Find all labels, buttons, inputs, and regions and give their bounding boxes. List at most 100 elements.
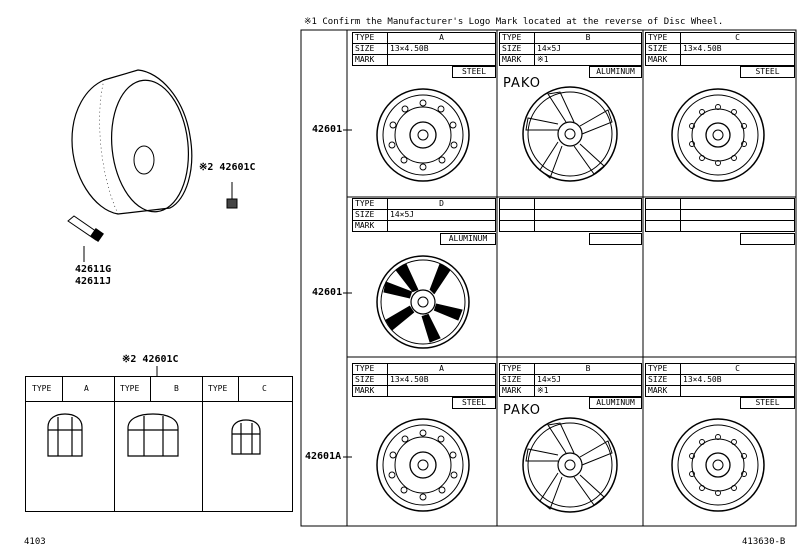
material-value: STEEL bbox=[452, 66, 496, 78]
material-tag-row2-d: ALUMINUM bbox=[440, 233, 496, 245]
alloy-wheel-b1 bbox=[522, 86, 618, 182]
mark-label: MARK bbox=[352, 54, 388, 66]
part-number-valve-b: 42611J bbox=[75, 276, 112, 287]
size-value: 14×5J bbox=[534, 43, 642, 55]
material-value: ALUMINUM bbox=[589, 66, 642, 78]
tire-illustration bbox=[71, 69, 193, 215]
part-number-nut-callout: ※2 42601C bbox=[199, 162, 256, 173]
size-label: SIZE bbox=[645, 43, 681, 55]
lug-nut-small bbox=[226, 182, 238, 209]
type-label: TYPE bbox=[352, 32, 388, 44]
pako-logo-row1: PAKO bbox=[503, 76, 541, 91]
steel-wheel-c1 bbox=[671, 88, 765, 182]
nut-a bbox=[47, 413, 83, 457]
part-number-wheel-row1: 42601 bbox=[312, 124, 343, 135]
mark-value bbox=[387, 385, 496, 397]
mark-value: ※1 bbox=[534, 385, 642, 397]
nut-type-table: TYPE A TYPE B TYPE C bbox=[25, 376, 293, 512]
size-label: SIZE bbox=[645, 374, 681, 386]
material-tag-row2-empty-1 bbox=[589, 233, 642, 245]
type-label: TYPE bbox=[352, 363, 388, 375]
mark-label: MARK bbox=[352, 385, 388, 397]
size-value: 13×4.50B bbox=[387, 374, 496, 386]
nut-type-label-c: TYPE bbox=[208, 384, 228, 393]
material-tag-row2-empty-2 bbox=[740, 233, 795, 245]
material-value: STEEL bbox=[452, 397, 496, 409]
size-value: 13×4.50B bbox=[680, 43, 795, 55]
material-tag-row1-b: ALUMINUM bbox=[589, 66, 642, 78]
part-number-wheel-row2: 42601 bbox=[312, 287, 343, 298]
mark-value bbox=[387, 54, 496, 66]
mark-value bbox=[680, 385, 795, 397]
mark-label: MARK bbox=[645, 54, 681, 66]
mark-label: MARK bbox=[499, 54, 535, 66]
mark-value: ※1 bbox=[534, 54, 642, 66]
nut-type-value-c: C bbox=[262, 384, 267, 393]
type-value: A bbox=[387, 32, 496, 44]
footer-right-code: 413630-B bbox=[742, 537, 786, 547]
nut-c bbox=[231, 419, 261, 455]
size-label: SIZE bbox=[499, 43, 535, 55]
size-label: SIZE bbox=[352, 209, 388, 221]
material-value: STEEL bbox=[740, 397, 795, 409]
part-number-valve-a: 42611G bbox=[75, 264, 112, 275]
nut-type-label-b: TYPE bbox=[120, 384, 140, 393]
spec-table-row2-empty-1 bbox=[499, 198, 642, 232]
type-label: TYPE bbox=[499, 363, 535, 375]
pako-logo-row3: PAKO bbox=[503, 403, 541, 418]
material-value: ALUMINUM bbox=[440, 233, 496, 245]
size-label: SIZE bbox=[352, 43, 388, 55]
type-value: C bbox=[680, 32, 795, 44]
nut-table-title: ※2 42601C bbox=[122, 354, 179, 365]
mark-value bbox=[680, 54, 795, 66]
nut-type-value-b: B bbox=[174, 384, 179, 393]
steel-wheel-a3 bbox=[376, 418, 470, 512]
material-tag-row1-c: STEEL bbox=[740, 66, 795, 78]
mark-label: MARK bbox=[499, 385, 535, 397]
type-label: TYPE bbox=[645, 32, 681, 44]
type-value: B bbox=[534, 363, 642, 375]
steel-wheel-a1 bbox=[376, 88, 470, 182]
size-value: 14×5J bbox=[387, 209, 496, 221]
type-value: C bbox=[680, 363, 795, 375]
size-label: SIZE bbox=[499, 374, 535, 386]
type-value: D bbox=[387, 198, 496, 210]
logo-mark-note: ※1 Confirm the Manufacturer's Logo Mark … bbox=[304, 17, 724, 27]
nut-type-label-a: TYPE bbox=[32, 384, 52, 393]
type-label: TYPE bbox=[352, 198, 388, 210]
footer-left-code: 4103 bbox=[24, 537, 46, 547]
material-tag-row1-a: STEEL bbox=[452, 66, 496, 78]
nut-b bbox=[127, 413, 179, 457]
nut-type-value-a: A bbox=[84, 384, 89, 393]
alloy-wheel-b3 bbox=[522, 417, 618, 513]
type-label: TYPE bbox=[645, 363, 681, 375]
size-label: SIZE bbox=[352, 374, 388, 386]
spec-table-row2-empty-2 bbox=[645, 198, 795, 232]
mark-label: MARK bbox=[352, 220, 388, 232]
steel-wheel-c3 bbox=[671, 418, 765, 512]
mark-label: MARK bbox=[645, 385, 681, 397]
material-tag-row3-a: STEEL bbox=[452, 397, 496, 409]
material-value: ALUMINUM bbox=[589, 397, 642, 409]
material-value: STEEL bbox=[740, 66, 795, 78]
type-value: B bbox=[534, 32, 642, 44]
size-value: 13×4.50B bbox=[680, 374, 795, 386]
alloy-wheel-d bbox=[376, 255, 470, 349]
valve-stem-illustration bbox=[67, 215, 104, 262]
type-label: TYPE bbox=[499, 32, 535, 44]
material-tag-row3-b: ALUMINUM bbox=[589, 397, 642, 409]
size-value: 14×5J bbox=[534, 374, 642, 386]
part-number-wheel-row3: 42601A bbox=[305, 451, 342, 462]
mark-value bbox=[387, 220, 496, 232]
material-tag-row3-c: STEEL bbox=[740, 397, 795, 409]
type-value: A bbox=[387, 363, 496, 375]
size-value: 13×4.50B bbox=[387, 43, 496, 55]
